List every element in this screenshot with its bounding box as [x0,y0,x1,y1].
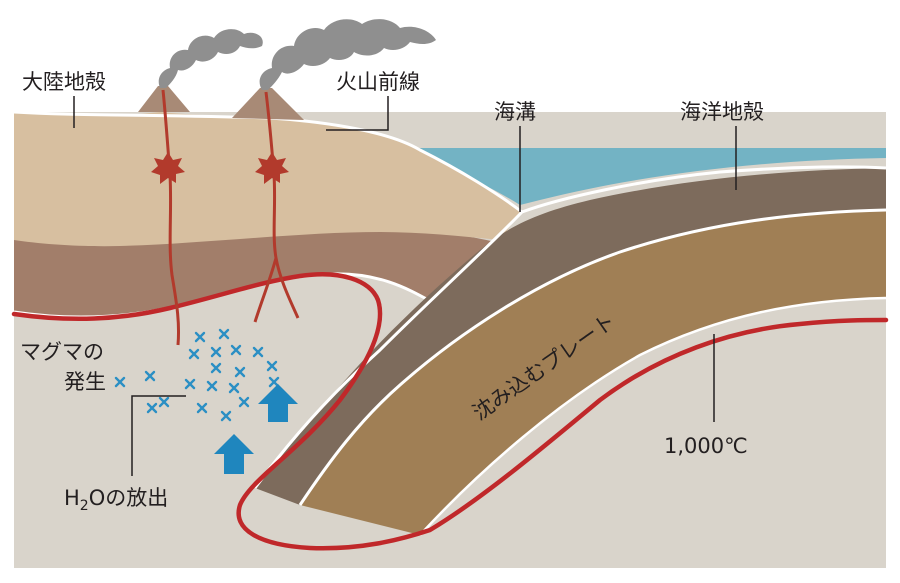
magma-conduit [161,89,181,346]
water-release-h: H [64,486,80,510]
crust-top-outline [13,110,523,214]
label-volcanic-front: 火山前線 [336,70,420,94]
label-magma-generation-line1: マグマの [20,340,104,364]
water-release-subscript: 2 [79,498,89,515]
magma-conduit [253,257,278,323]
continental-lower-crust [14,229,495,317]
label-water-release: H2Oの放出 [64,486,168,514]
leader-volcanic-front [326,96,389,131]
slab-mid-outline [298,208,887,506]
label-continental-crust: 大陸地殻 [22,70,106,94]
slab-bottom-outline [419,296,887,536]
h2o-cross-marks [114,328,280,422]
oceanic-crust-band [255,168,886,505]
subducting-slab [300,210,886,535]
label-isotherm-1000c: 1,000℃ [664,434,748,458]
arrow-up-icon [258,384,298,422]
magma-conduit [264,91,300,319]
slab-top-outline [253,165,887,489]
label-magma-generation-line2: 発生 [64,370,106,394]
magma-burst-icon [255,152,289,184]
ocean-water [405,148,886,205]
label-oceanic-crust: 海洋地殻 [680,100,764,124]
smoke-plume-icon [158,29,263,88]
arrow-up-icon [214,434,254,474]
smoke-plume-icon [259,19,436,90]
isotherm-1000c-line [11,272,889,551]
label-trench: 海溝 [494,100,536,124]
magma-burst-icon [151,152,185,184]
water-release-rest: Oの放出 [88,486,169,510]
leader-water-release [131,395,186,476]
